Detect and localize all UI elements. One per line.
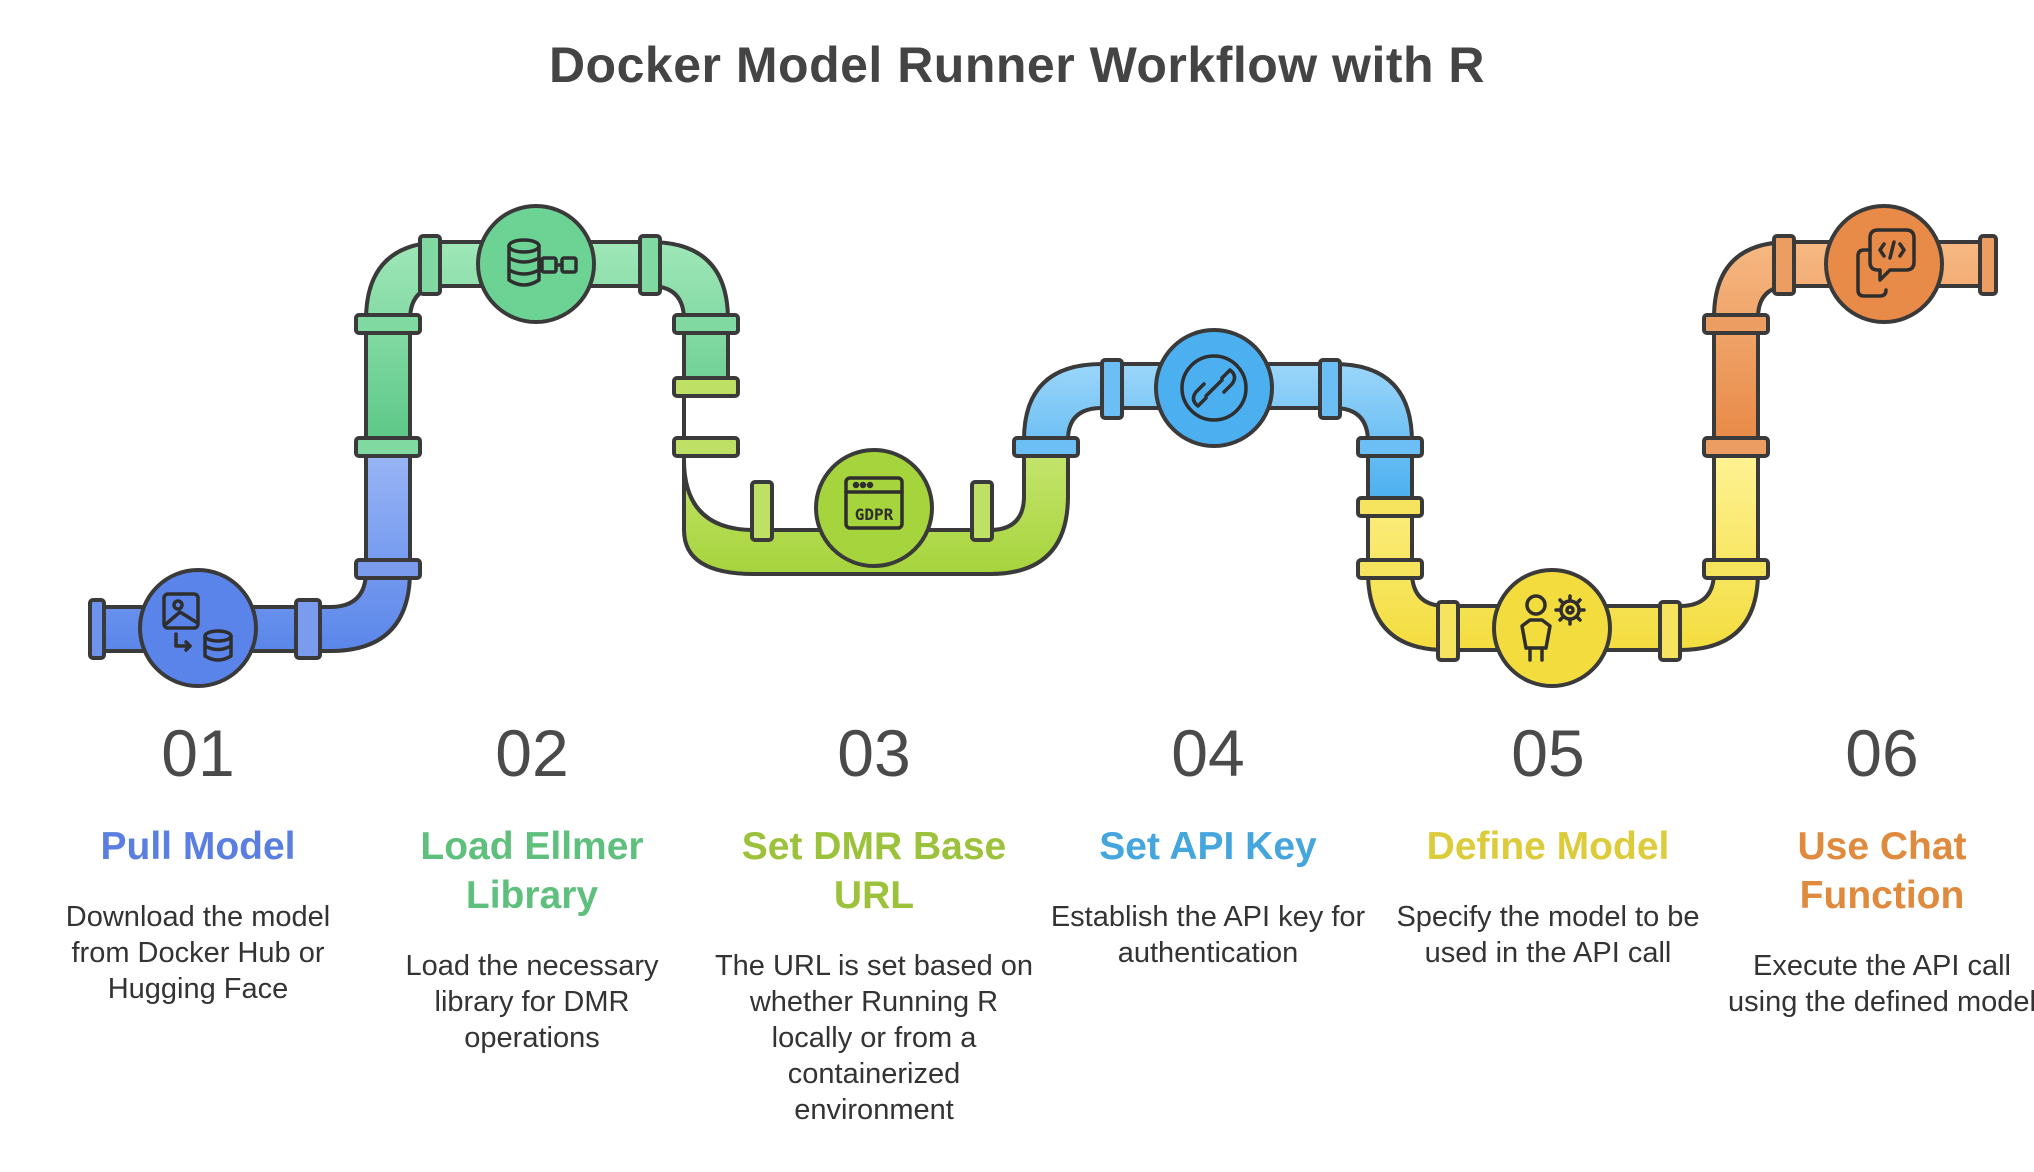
step-5-node — [1492, 568, 1612, 688]
step-4-number: 04 — [1171, 716, 1245, 790]
step-6-number: 06 — [1845, 716, 1919, 790]
step-6: 06 Use Chat Function Execute the API cal… — [1722, 720, 2034, 1020]
step-5-description: Specify the model to be used in the API … — [1396, 901, 1700, 969]
step-2: 02 Load Ellmer Library Load the necessar… — [372, 720, 692, 1056]
step-4: 04 Set API Key Establish the API key for… — [1048, 720, 1368, 971]
step-2-node — [476, 204, 596, 324]
database-link-icon — [507, 238, 578, 287]
step-1-label: Pull Model — [100, 825, 296, 868]
step-3-node: GDPR — [814, 448, 934, 568]
step-2-number: 02 — [495, 716, 569, 790]
diagram-title: Docker Model Runner Workflow with R — [548, 37, 1486, 93]
step-6-label: Use Chat Function — [1797, 825, 1967, 917]
step-3: 03 Set DMR Base URL The URL is set based… — [714, 720, 1034, 1128]
step-2-description: Load the necessary library for DMR opera… — [405, 950, 659, 1054]
step-3-number: 03 — [837, 716, 911, 790]
gdpr-icon-text: GDPR — [855, 505, 894, 524]
step-1-description: Download the model from Docker Hub or Hu… — [65, 901, 331, 1005]
step-4-label: Set API Key — [1099, 825, 1317, 868]
step-1: 01 Pull Model Download the model from Do… — [38, 720, 358, 1007]
step-3-label: Set DMR Base URL — [741, 825, 1007, 917]
link-icon — [1180, 354, 1248, 422]
step-1-number: 01 — [161, 716, 235, 790]
step-4-description: Establish the API key for authentication — [1050, 901, 1366, 969]
step-4-node — [1154, 328, 1274, 448]
step-3-description: The URL is set based on whether Running … — [714, 950, 1034, 1126]
step-5-label: Define Model — [1426, 825, 1670, 868]
step-2-label: Load Ellmer Library — [420, 825, 644, 917]
pipe-flanges — [88, 234, 1998, 662]
chat-code-icon — [1856, 228, 1916, 298]
step-5-number: 05 — [1511, 716, 1585, 790]
image-to-database-icon — [162, 592, 233, 662]
step-6-node — [1824, 204, 1944, 324]
step-5: 05 Define Model Specify the model to be … — [1388, 720, 1708, 971]
browser-window-icon — [844, 476, 904, 530]
step-1-node — [138, 568, 258, 688]
person-gear-icon — [1520, 594, 1586, 662]
step-6-description: Execute the API call using the defined m… — [1728, 950, 2034, 1018]
